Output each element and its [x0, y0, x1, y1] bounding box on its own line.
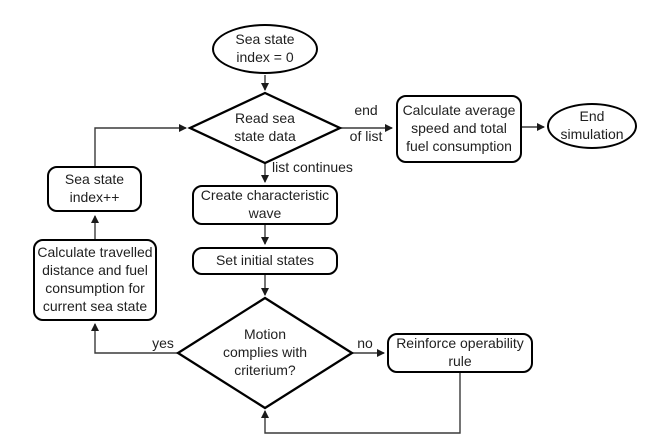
node-calc-average-line: Calculate average — [402, 102, 516, 119]
edge-label-yes: yes — [152, 335, 174, 351]
node-index-increment-line: Sea state — [64, 171, 125, 188]
node-create-wave-line: Create characteristic — [200, 187, 330, 204]
edge-label-end-of-list-line1: end — [354, 102, 378, 118]
node-reinforce-rule: Reinforce operability rule — [387, 333, 533, 373]
diamond-motion-complies-shape — [175, 296, 355, 410]
edge-label-end-of-list-line2: of list — [349, 128, 383, 144]
node-index-increment: Sea state index++ — [47, 166, 142, 212]
node-index-increment-line: index++ — [69, 189, 120, 205]
edge-reinforce-to-motion — [261, 373, 461, 434]
edge-motion-to-calc-travelled — [91, 323, 178, 354]
node-reinforce-rule-line: rule — [448, 353, 472, 369]
node-calc-average: Calculate average speed and total fuel c… — [396, 95, 522, 163]
edge-index-increment-to-read — [94, 124, 187, 166]
node-calc-travelled-line: consumption for — [45, 280, 145, 296]
node-start-line: Sea state — [235, 31, 295, 48]
node-create-wave: Create characteristic wave — [192, 185, 338, 225]
edge-label-no: no — [357, 335, 373, 351]
node-calc-average-line: speed and total — [411, 120, 507, 137]
node-set-initial-line: Set initial states — [215, 252, 315, 269]
node-end-simulation-line: simulation — [560, 126, 624, 142]
node-calc-travelled-line: distance and fuel — [42, 262, 148, 279]
node-calc-travelled-line: current sea state — [42, 297, 148, 314]
node-reinforce-rule-line: Reinforce operability — [396, 335, 524, 352]
node-set-initial: Set initial states — [192, 247, 338, 275]
node-end-simulation-line: End — [579, 108, 605, 125]
node-calc-travelled: Calculate travelled distance and fuel co… — [33, 239, 157, 321]
diamond-read-sea-state-shape — [187, 91, 343, 165]
edge-label-list-continues: list continues — [272, 159, 353, 175]
node-calc-average-line: fuel consumption — [406, 137, 512, 154]
node-calc-travelled-line: Calculate travelled — [37, 244, 153, 261]
node-end-simulation: End simulation — [547, 103, 637, 149]
node-create-wave-line: wave — [248, 205, 282, 221]
node-start: Sea state index = 0 — [212, 24, 318, 74]
node-start-line: index = 0 — [236, 49, 294, 65]
